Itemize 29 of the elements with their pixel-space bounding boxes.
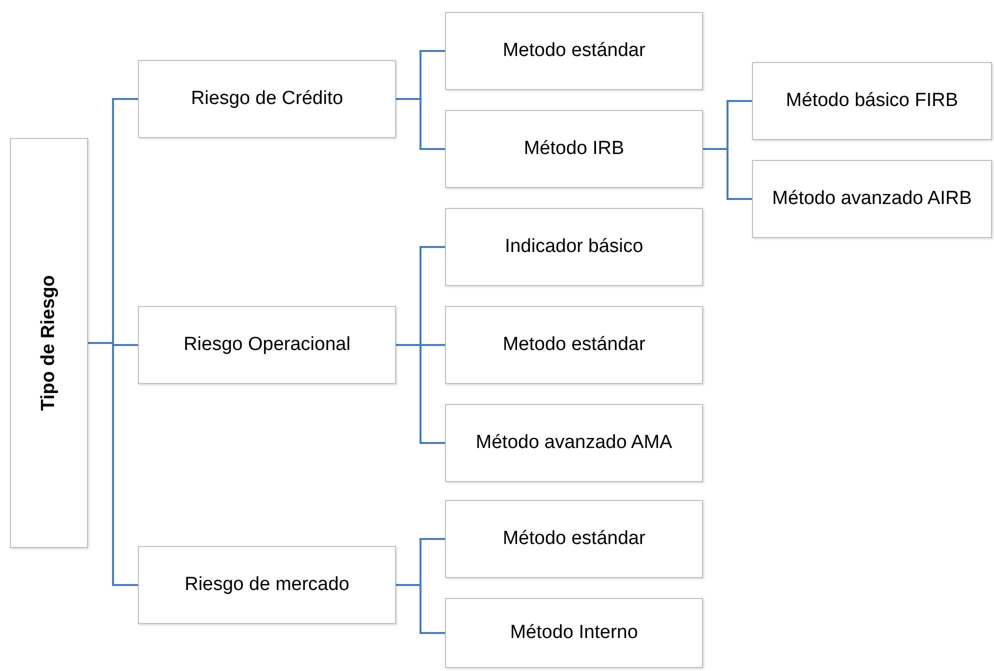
connector-line: [396, 584, 445, 634]
box-label: Método básico FIRB: [786, 90, 958, 112]
box-label: Indicador básico: [504, 236, 644, 258]
root-label: Tipo de Riesgo: [38, 275, 60, 411]
connector-line: [703, 148, 752, 200]
process-box: [445, 500, 703, 578]
process-box: [445, 110, 703, 188]
process-box: [138, 546, 396, 624]
box-label: Metodo estándar: [502, 334, 646, 356]
process-box: [752, 160, 992, 238]
process-box: [445, 306, 703, 384]
box-label: Riesgo de mercado: [184, 574, 350, 596]
process-box: [445, 12, 703, 90]
process-box: [138, 306, 396, 384]
process-box: [138, 60, 396, 138]
process-box: [10, 138, 88, 548]
process-box: [445, 598, 703, 668]
process-box: [752, 62, 992, 140]
box-label: Metodo estándar: [502, 40, 646, 62]
box-label: Riesgo Operacional: [184, 334, 350, 356]
box-label: Método IRB: [524, 138, 624, 160]
box-label: Método estándar: [502, 528, 646, 550]
process-box: [445, 208, 703, 286]
process-box: [445, 404, 703, 482]
box-label: Método avanzado AMA: [476, 432, 672, 454]
box-label: Riesgo de Crédito: [190, 88, 344, 110]
box-label: Método Interno: [510, 622, 638, 644]
box-label: Método avanzado AIRB: [772, 188, 972, 210]
connector-line: [396, 98, 445, 150]
